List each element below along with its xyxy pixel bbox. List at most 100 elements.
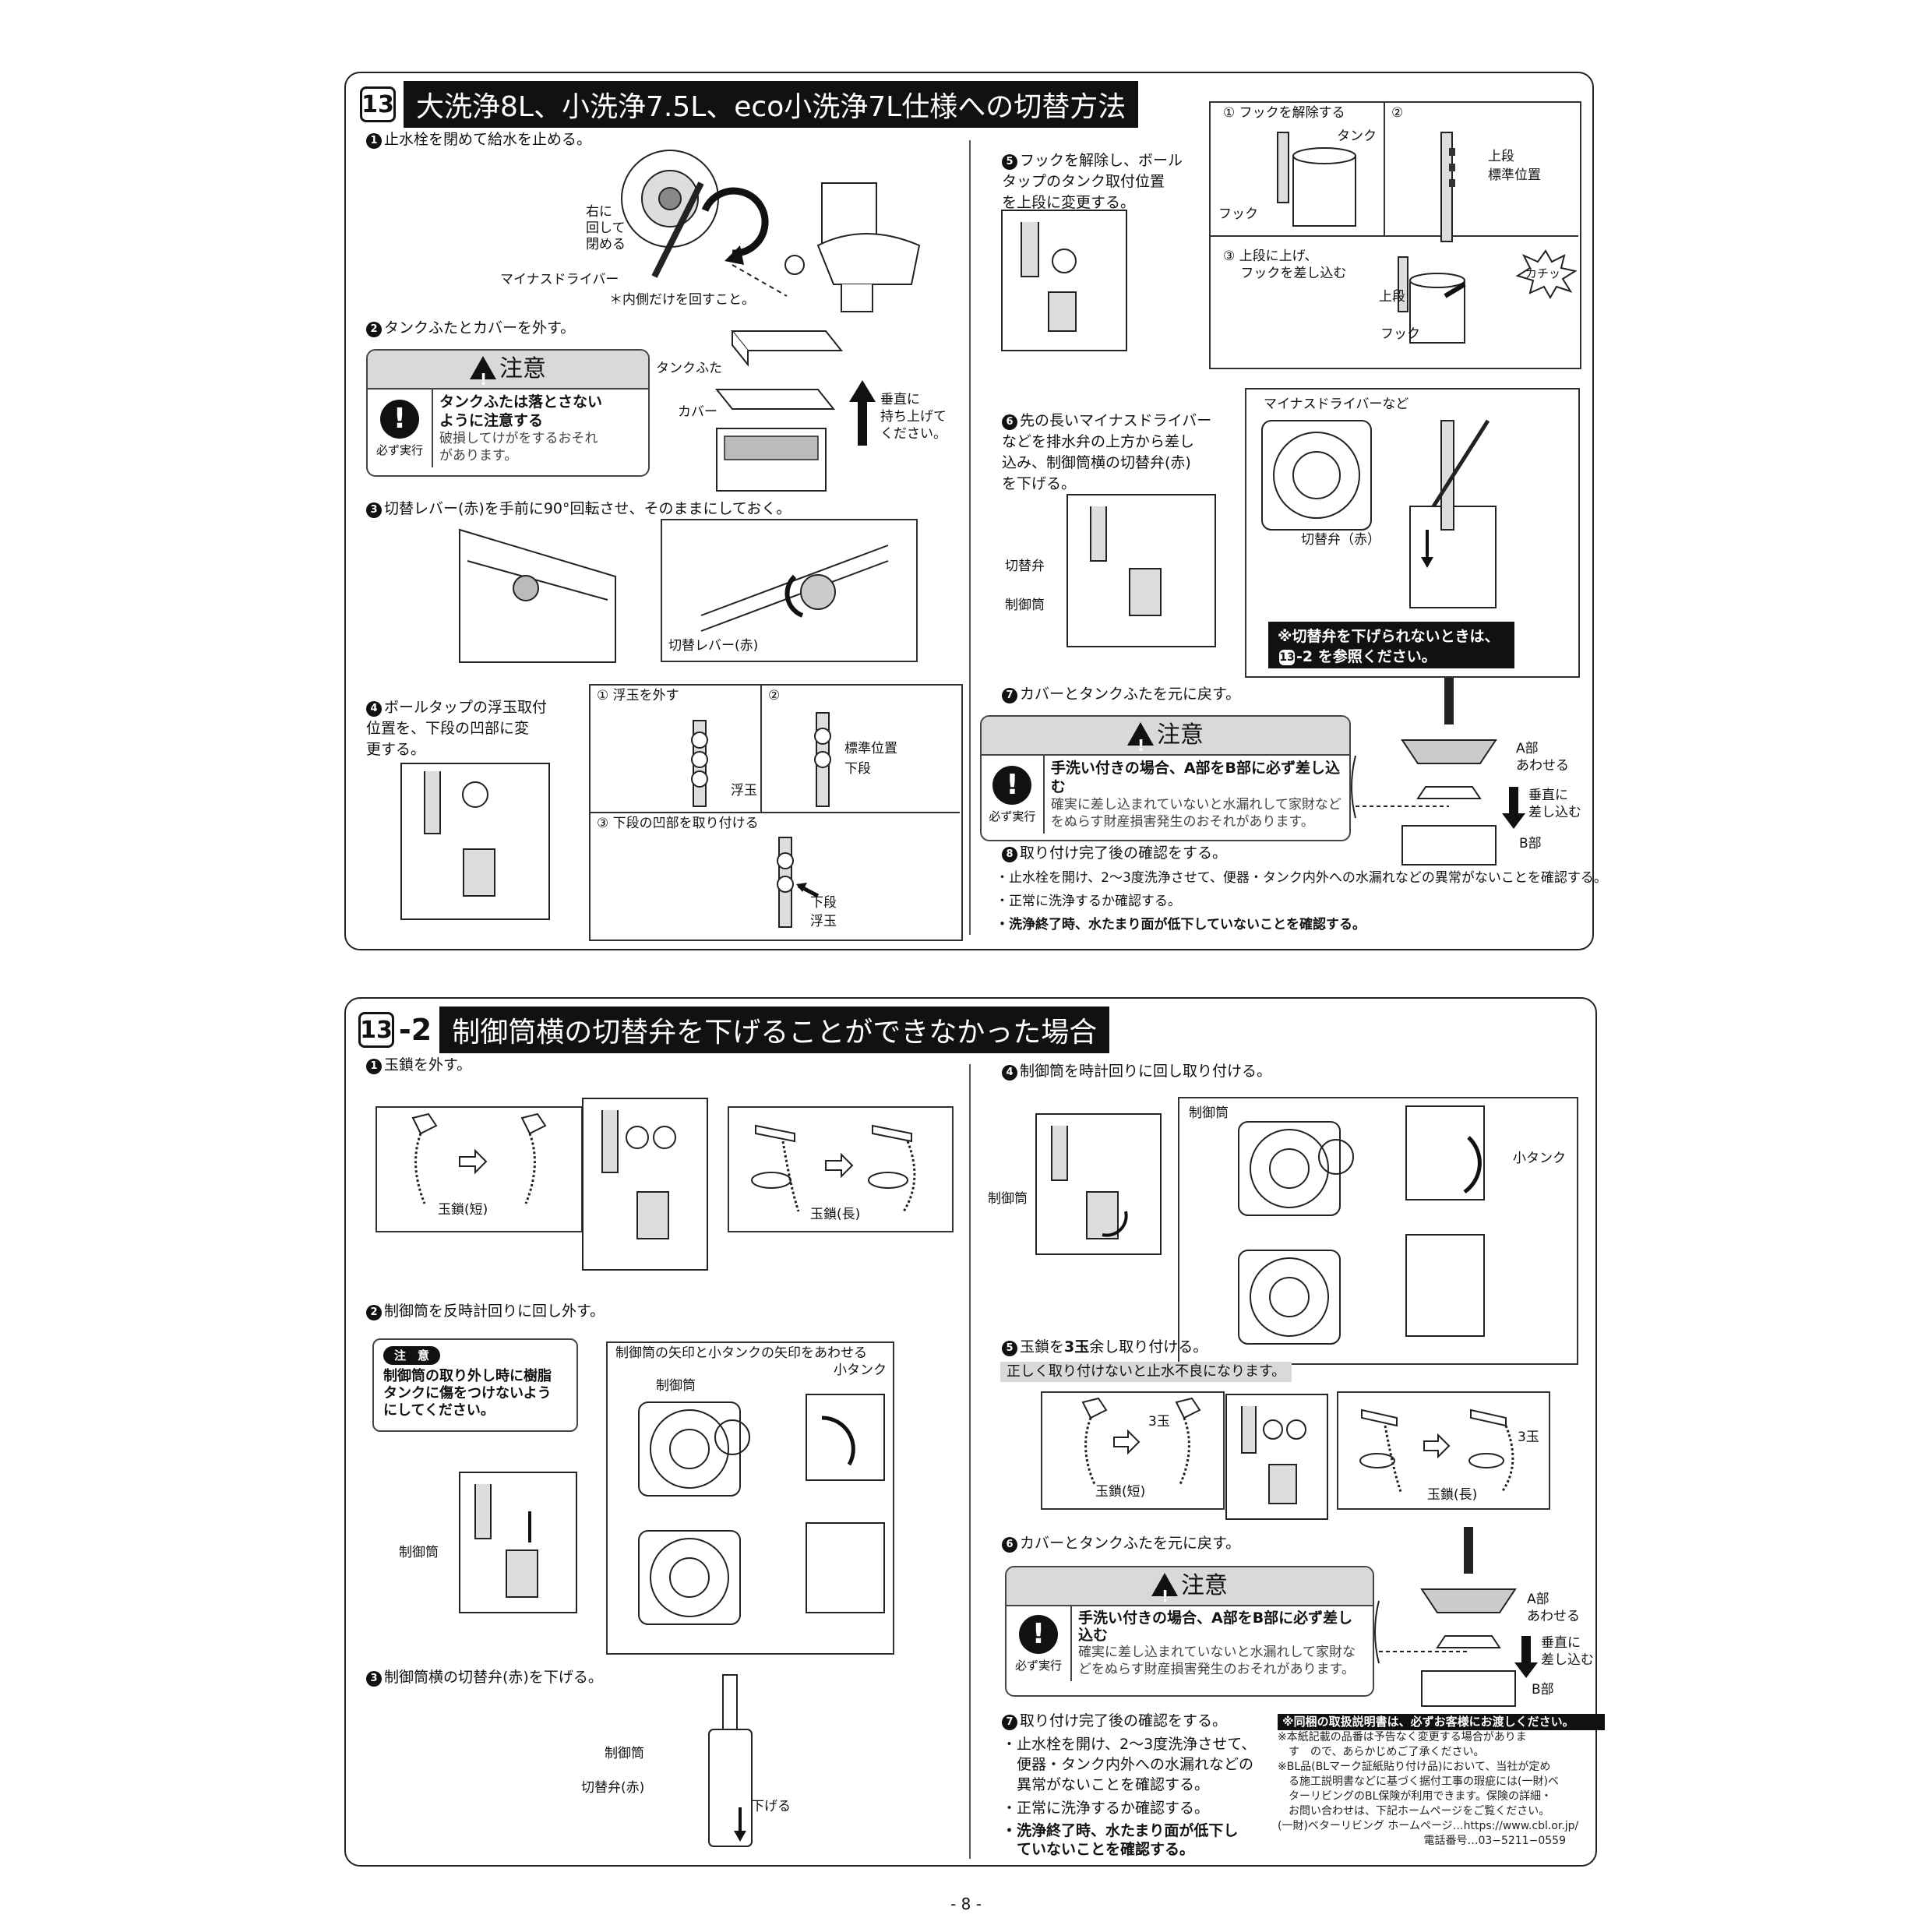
- float-label-2: 浮玉: [810, 914, 837, 929]
- cylinder-label-6: 制御筒: [1189, 1105, 1229, 1121]
- upper-label-2: 上段: [1379, 289, 1405, 305]
- s132-check-2: ・正常に洗浄するか確認する。: [1002, 1800, 1210, 1817]
- hand-wash-ab-illustration-2: [1374, 1527, 1517, 1707]
- note-tag: 注 意: [383, 1346, 441, 1365]
- cylinder-label-2: 制御筒: [399, 1545, 439, 1560]
- b-part-label: B部: [1519, 836, 1542, 851]
- lever-detail-illustration: [700, 545, 889, 632]
- standard-position-label: 標準位置: [844, 741, 897, 756]
- standard-label: 標準位置: [1488, 167, 1541, 183]
- warning-icon: [1151, 1573, 1178, 1615]
- switch-valve-cylinder-illustration: [708, 1674, 753, 1847]
- mandatory-icon: !: [992, 765, 1032, 805]
- screwdriver-label: マイナスドライバー: [500, 272, 619, 287]
- chain-short-label-2: 玉鎖(短): [1095, 1484, 1146, 1500]
- down-arrow-icon-2: [1514, 1636, 1538, 1678]
- a-part-label-2: A部 あわせる: [1527, 1592, 1580, 1624]
- s5-sub3: ③ 上段に上げ、 フックを差し込む: [1223, 249, 1347, 281]
- tank-lid-illustration: [714, 330, 844, 492]
- a-part-label: A部 あわせる: [1516, 741, 1569, 774]
- s4-sub3: ③ 下段の凹部を取り付ける: [597, 816, 759, 831]
- switch-valve-tank-illustration: [1066, 494, 1216, 647]
- small-tank-label-2: 小タンク: [1513, 1151, 1566, 1166]
- chain-long-label: 玉鎖(長): [810, 1207, 861, 1222]
- mandatory-icon: !: [1019, 1614, 1058, 1654]
- tank-lid-label: タンクふた: [656, 361, 722, 376]
- caution-3-header: 注意: [1007, 1567, 1373, 1615]
- s5-sub2: ②: [1391, 105, 1404, 121]
- chain-long-label-2: 玉鎖(長): [1427, 1487, 1478, 1503]
- chain-short-illustration: [411, 1112, 547, 1204]
- switch-valve-note: ※切替弁を下げられないときは、 13-2 を参照ください。: [1268, 622, 1514, 668]
- warning-bar: 正しく取り付けないと止水不良になります。: [1000, 1362, 1292, 1382]
- warning-icon: [1127, 722, 1154, 764]
- inner-only-label: ＊内側だけを回すこと。: [609, 292, 755, 308]
- vertical-insert-label: 垂直に 差し込む: [1528, 788, 1581, 820]
- page-number: - 8 -: [950, 1895, 982, 1913]
- lower-label-2: 下段: [810, 895, 837, 911]
- lever-label: 切替レバー(赤): [668, 638, 759, 654]
- tank-label: タンク: [1337, 129, 1377, 144]
- switch-valve-red-label-2: 切替弁(赤): [581, 1780, 645, 1796]
- hook-label-2: フック: [1380, 326, 1420, 342]
- upper-label: 上段: [1488, 149, 1514, 164]
- lever-tank-illustration: [459, 528, 616, 663]
- s132-check-3: ・洗浄終了時、水たまり面が低下し ていないことを確認する。: [1002, 1822, 1239, 1858]
- three-chain-long-illustration: [1359, 1408, 1514, 1493]
- hook-detail-illustration: [1277, 132, 1466, 344]
- install-cylinder-tank-illustration: [1035, 1113, 1162, 1255]
- install-detail-illustration: [1238, 1105, 1485, 1345]
- float-detail-illustration: [691, 712, 831, 928]
- align-detail-illustration: [638, 1394, 885, 1625]
- float-label: 浮玉: [731, 783, 757, 799]
- caution-1: 注意 !必ず実行 タンクふたは落とさない ように注意する 破損してけがをするおそ…: [366, 349, 650, 477]
- caution-1-header: 注意: [368, 351, 648, 398]
- warning-icon: [470, 356, 496, 398]
- click-burst-icon: [1515, 249, 1578, 300]
- cylinder-label-5: 制御筒: [988, 1191, 1028, 1207]
- b-part-label-2: B部: [1532, 1682, 1554, 1698]
- section-13-title: 13 大洗浄8L、小洗浄7.5L、eco小洗浄7L仕様への切替方法: [360, 81, 1139, 128]
- lower-it-label: 下げる: [751, 1799, 791, 1814]
- switch-valve-detail-illustration: [1261, 419, 1497, 608]
- caution-2-header: 注意: [982, 717, 1349, 764]
- section-13-2-heading: 制御筒横の切替弁を下げることができなかった場合: [439, 1007, 1110, 1053]
- section-13-2-title: 13 -2 制御筒横の切替弁を下げることができなかった場合: [358, 1007, 1110, 1053]
- chain-tank-illustration: [582, 1098, 708, 1271]
- three-beads-label: 3玉: [1148, 1414, 1170, 1430]
- caution-3: 注意 !必ず実行 手洗い付きの場合、A部をB部に必ず差し 込む 確実に差し込まれ…: [1005, 1566, 1374, 1697]
- s4-sub2: ②: [768, 688, 781, 703]
- driver-label: マイナスドライバーなど: [1264, 397, 1409, 412]
- s13-check-2: ・正常に洗浄するか確認する。: [996, 894, 1181, 909]
- footer-notes: ※同梱の取扱説明書は、必ずお客様にお渡しください。 ※本紙記載の品番は予告なく変…: [1278, 1714, 1605, 1849]
- s13-check-3: ・洗浄終了時、水たまり面が低下していないことを確認する。: [996, 917, 1366, 933]
- shutoff-valve-illustration: [621, 150, 921, 312]
- lift-label: 垂直に 持ち上げて ください。: [880, 392, 947, 442]
- hook-label: フック: [1218, 206, 1258, 222]
- down-arrow-icon: [1502, 787, 1525, 829]
- cover-label: カバー: [678, 404, 717, 420]
- click-label: カチッ: [1525, 266, 1561, 280]
- s5-sub1: ① フックを解除する: [1223, 105, 1345, 121]
- cylinder-label-4: 制御筒: [605, 1746, 644, 1761]
- caution-2: 注意 !必ず実行 手洗い付きの場合、A部をB部に必ず差し込む 確実に差し込まれて…: [980, 715, 1351, 841]
- three-beads-label-2: 3玉: [1518, 1430, 1539, 1445]
- resin-tank-note: 注 意 制御筒の取り外し時に樹脂 タンクに傷をつけないよう にしてください。: [372, 1338, 578, 1432]
- ball-tap-tank-illustration: [400, 763, 550, 920]
- chain-long-illustration: [751, 1124, 916, 1212]
- s132-check-1: ・止水栓を開け、2〜3度洗浄させて、 便器・タンク内外への水漏れなどの 異常がな…: [1002, 1736, 1257, 1793]
- hook-tank-illustration: [1001, 210, 1127, 351]
